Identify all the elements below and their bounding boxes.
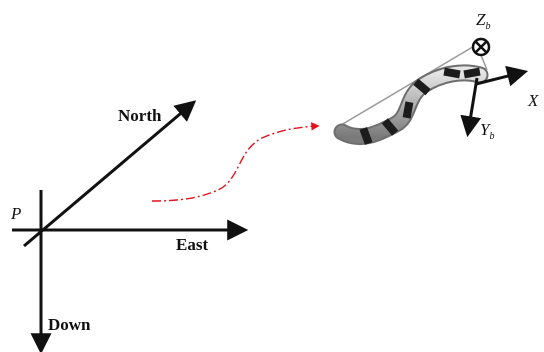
north-label: North (118, 106, 162, 125)
east-label: East (176, 235, 208, 254)
snake-robot (333, 44, 489, 145)
z-axis-label: Zb (476, 10, 490, 32)
body-frame: Zb X Yb (460, 10, 539, 142)
z-connector (480, 54, 488, 71)
robot-joint (359, 127, 373, 145)
origin-label: P (10, 204, 21, 223)
inertial-frame: P North East Down (10, 100, 249, 352)
x-axis-label: X (527, 91, 539, 110)
body-y-axis (460, 77, 482, 138)
north-axis (23, 100, 197, 248)
robot-joint (443, 67, 461, 79)
robot-joint (413, 78, 431, 96)
robot-joints (359, 67, 481, 145)
robot-joint (463, 67, 481, 79)
body-x-axis (475, 65, 529, 87)
robot-guide-line (335, 44, 477, 129)
trajectory-curve (151, 122, 320, 202)
robot-joint (402, 101, 414, 119)
circle-cross-icon (471, 37, 491, 57)
down-label: Down (48, 315, 91, 334)
y-axis-label: Yb (480, 120, 494, 142)
robot-joint (381, 118, 399, 136)
